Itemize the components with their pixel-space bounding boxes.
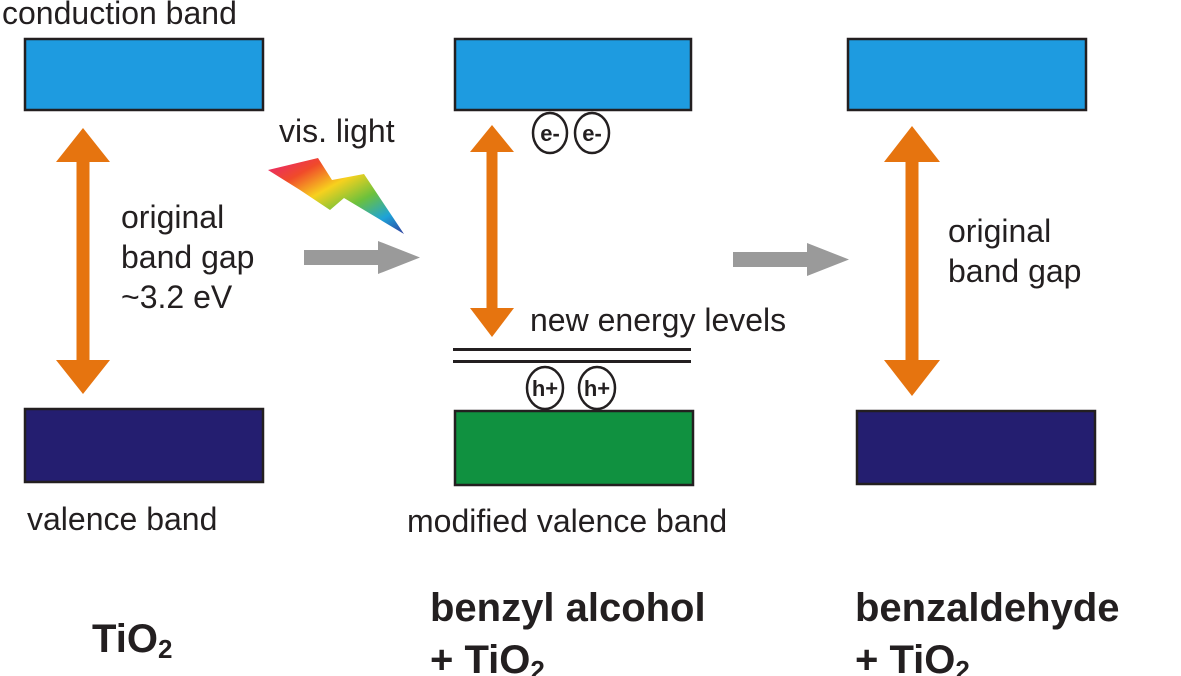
band-gap-value: ~3.2 eV: [121, 279, 233, 315]
panel-title-benzyl-alcohol: benzyl alcohol: [430, 586, 706, 630]
panel-subtitle-benzyl-tio2: + TiO2: [430, 638, 545, 676]
band-gap-text-line1: original: [121, 199, 224, 235]
band-gap-arrow-1: [56, 128, 110, 394]
band-gap-arrow-2: [470, 125, 514, 337]
modified-valence-band: [453, 409, 695, 487]
lightning-bolt-icon: [268, 158, 404, 234]
modified-valence-band-label: modified valence band: [407, 503, 727, 539]
conduction-band-3: [846, 37, 1088, 112]
svg-text:h+: h+: [532, 376, 558, 401]
conduction-band-2: [453, 37, 693, 112]
process-arrow-1: [304, 241, 420, 274]
svg-text:e-: e-: [540, 121, 560, 146]
band-gap-text-line2: band gap: [121, 239, 254, 275]
hole-1: h+: [525, 365, 565, 411]
process-arrow-2: [733, 243, 849, 276]
valence-band-label: valence band: [27, 501, 217, 537]
valence-band-1: [23, 407, 265, 484]
panel-title-tio2: TiO2: [92, 617, 172, 664]
svg-text:h+: h+: [584, 376, 610, 401]
new-energy-levels: [453, 348, 691, 363]
new-energy-levels-label: new energy levels: [530, 302, 786, 338]
conduction-band-1: [23, 37, 265, 112]
panel-subtitle-benzaldehyde-tio2: + TiO2: [855, 638, 970, 676]
conduction-band-label: conduction band: [2, 0, 237, 31]
band-gap-arrow-3: [884, 126, 940, 396]
electron-2: e-: [573, 111, 611, 155]
electron-1: e-: [531, 111, 569, 155]
hole-2: h+: [577, 365, 617, 411]
valence-band-3: [855, 409, 1097, 486]
panel-title-benzaldehyde: benzaldehyde: [855, 586, 1120, 630]
band-gap-text-line1-panel3: original: [948, 213, 1051, 249]
band-gap-text-line2-panel3: band gap: [948, 253, 1081, 289]
visible-light-label: vis. light: [279, 113, 395, 149]
svg-text:e-: e-: [582, 121, 602, 146]
